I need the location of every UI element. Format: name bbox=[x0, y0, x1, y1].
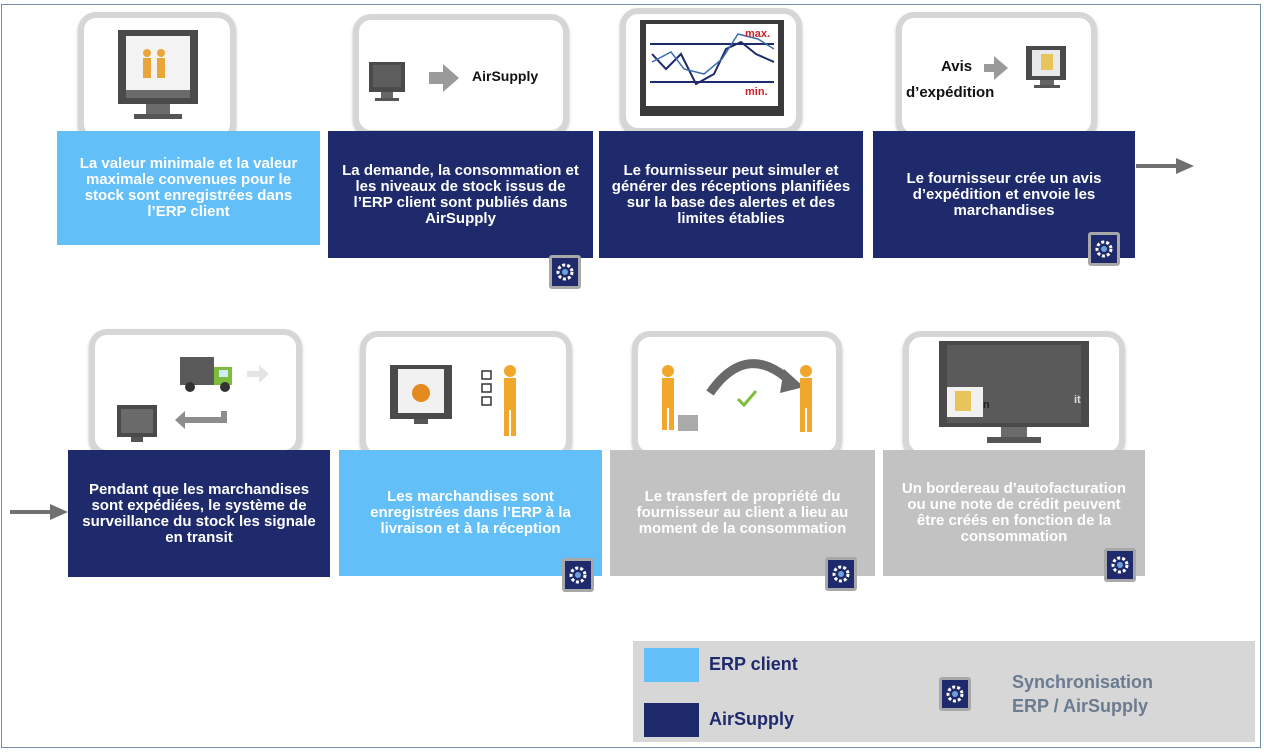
legend-erp-client-label: ERP client bbox=[709, 654, 798, 674]
step3-text: Le fournisseur peut simuler et générer d… bbox=[611, 161, 851, 227]
goods-receipt-icon bbox=[390, 365, 516, 436]
step5-text: Pendant que les marchandises sont expédi… bbox=[82, 480, 316, 546]
invoice-label-part1: n bbox=[983, 399, 990, 411]
stock-limits-chart-icon bbox=[640, 20, 784, 116]
step5-airsupply-box: Pendant que les marchandises sont expédi… bbox=[68, 450, 330, 577]
step8-illustration-card: n it bbox=[903, 331, 1125, 458]
invoice-label-part2: it bbox=[1074, 394, 1081, 406]
step8-text: Un bordereau d’autofacturation ou une no… bbox=[901, 480, 1127, 545]
legend-sync-icon bbox=[939, 677, 971, 711]
step7-illustration-card bbox=[632, 331, 842, 458]
step1-erp-client-box: La valeur minimale et la valeur maximale… bbox=[57, 131, 320, 245]
step2-sync-icon bbox=[549, 255, 581, 289]
step8-consumption-box: Un bordereau d’autofacturation ou une no… bbox=[883, 450, 1145, 576]
max-label: max. bbox=[745, 28, 771, 40]
step5-illustration-card bbox=[89, 329, 302, 456]
step2-illustration-card: AirSupply bbox=[353, 14, 569, 136]
step4-sync-icon bbox=[1088, 232, 1120, 266]
step6-illustration-card bbox=[360, 331, 572, 459]
step3-illustration-card: max. min. bbox=[620, 8, 802, 134]
step6-erp-client-box: Les marchandises sont enregistrées dans … bbox=[339, 450, 602, 576]
legend: ERP client AirSupply Synchronisation ERP… bbox=[633, 641, 1255, 742]
legend-sync-label-line1: Synchronisation bbox=[1012, 672, 1154, 692]
truck-monitor-icon bbox=[117, 357, 269, 442]
step3-airsupply-box: Le fournisseur peut simuler et générer d… bbox=[599, 131, 863, 258]
step4-airsupply-box: Le fournisseur crée un avis d’expédition… bbox=[873, 131, 1135, 258]
legend-airsupply-label: AirSupply bbox=[709, 709, 795, 729]
shipping-notice-label-line1: Avis bbox=[941, 58, 973, 75]
legend-sync-label-line2: ERP / AirSupply bbox=[1012, 696, 1149, 716]
legend-erp-client-swatch bbox=[644, 648, 699, 682]
monitor-to-airsupply-icon bbox=[369, 62, 459, 101]
step2-airsupply-box: La demande, la consommation et les nivea… bbox=[328, 131, 593, 258]
airsupply-icon-label: AirSupply bbox=[472, 68, 539, 84]
row1-continue-arrow bbox=[1136, 158, 1194, 174]
shipping-notice-label-line2: d’expédition bbox=[906, 84, 995, 101]
min-label: min. bbox=[745, 86, 768, 98]
legend-airsupply-swatch bbox=[644, 703, 699, 737]
step7-sync-icon bbox=[825, 557, 857, 591]
step1-text: La valeur minimale et la valeur maximale… bbox=[79, 155, 298, 220]
step7-consumption-box: Le transfert de propriété du fournisseur… bbox=[610, 450, 875, 576]
step4-text: Le fournisseur crée un avis d’expédition… bbox=[906, 169, 1102, 219]
monitor-with-people-icon bbox=[118, 30, 198, 119]
step4-illustration-card: Avis d’expédition bbox=[896, 12, 1097, 139]
step1-illustration-card bbox=[78, 12, 236, 142]
step2-text: La demande, la consommation et les nivea… bbox=[342, 161, 579, 227]
step6-sync-icon bbox=[562, 558, 594, 592]
step7-text: Le transfert de propriété du fournisseur… bbox=[636, 488, 849, 537]
shipping-notice-icon bbox=[984, 46, 1066, 88]
invoice-monitor-icon bbox=[939, 341, 1089, 443]
step8-sync-icon bbox=[1104, 548, 1136, 582]
ownership-transfer-icon bbox=[662, 359, 812, 432]
row2-incoming-arrow bbox=[10, 504, 68, 520]
step6-text: Les marchandises sont enregistrées dans … bbox=[370, 488, 571, 537]
